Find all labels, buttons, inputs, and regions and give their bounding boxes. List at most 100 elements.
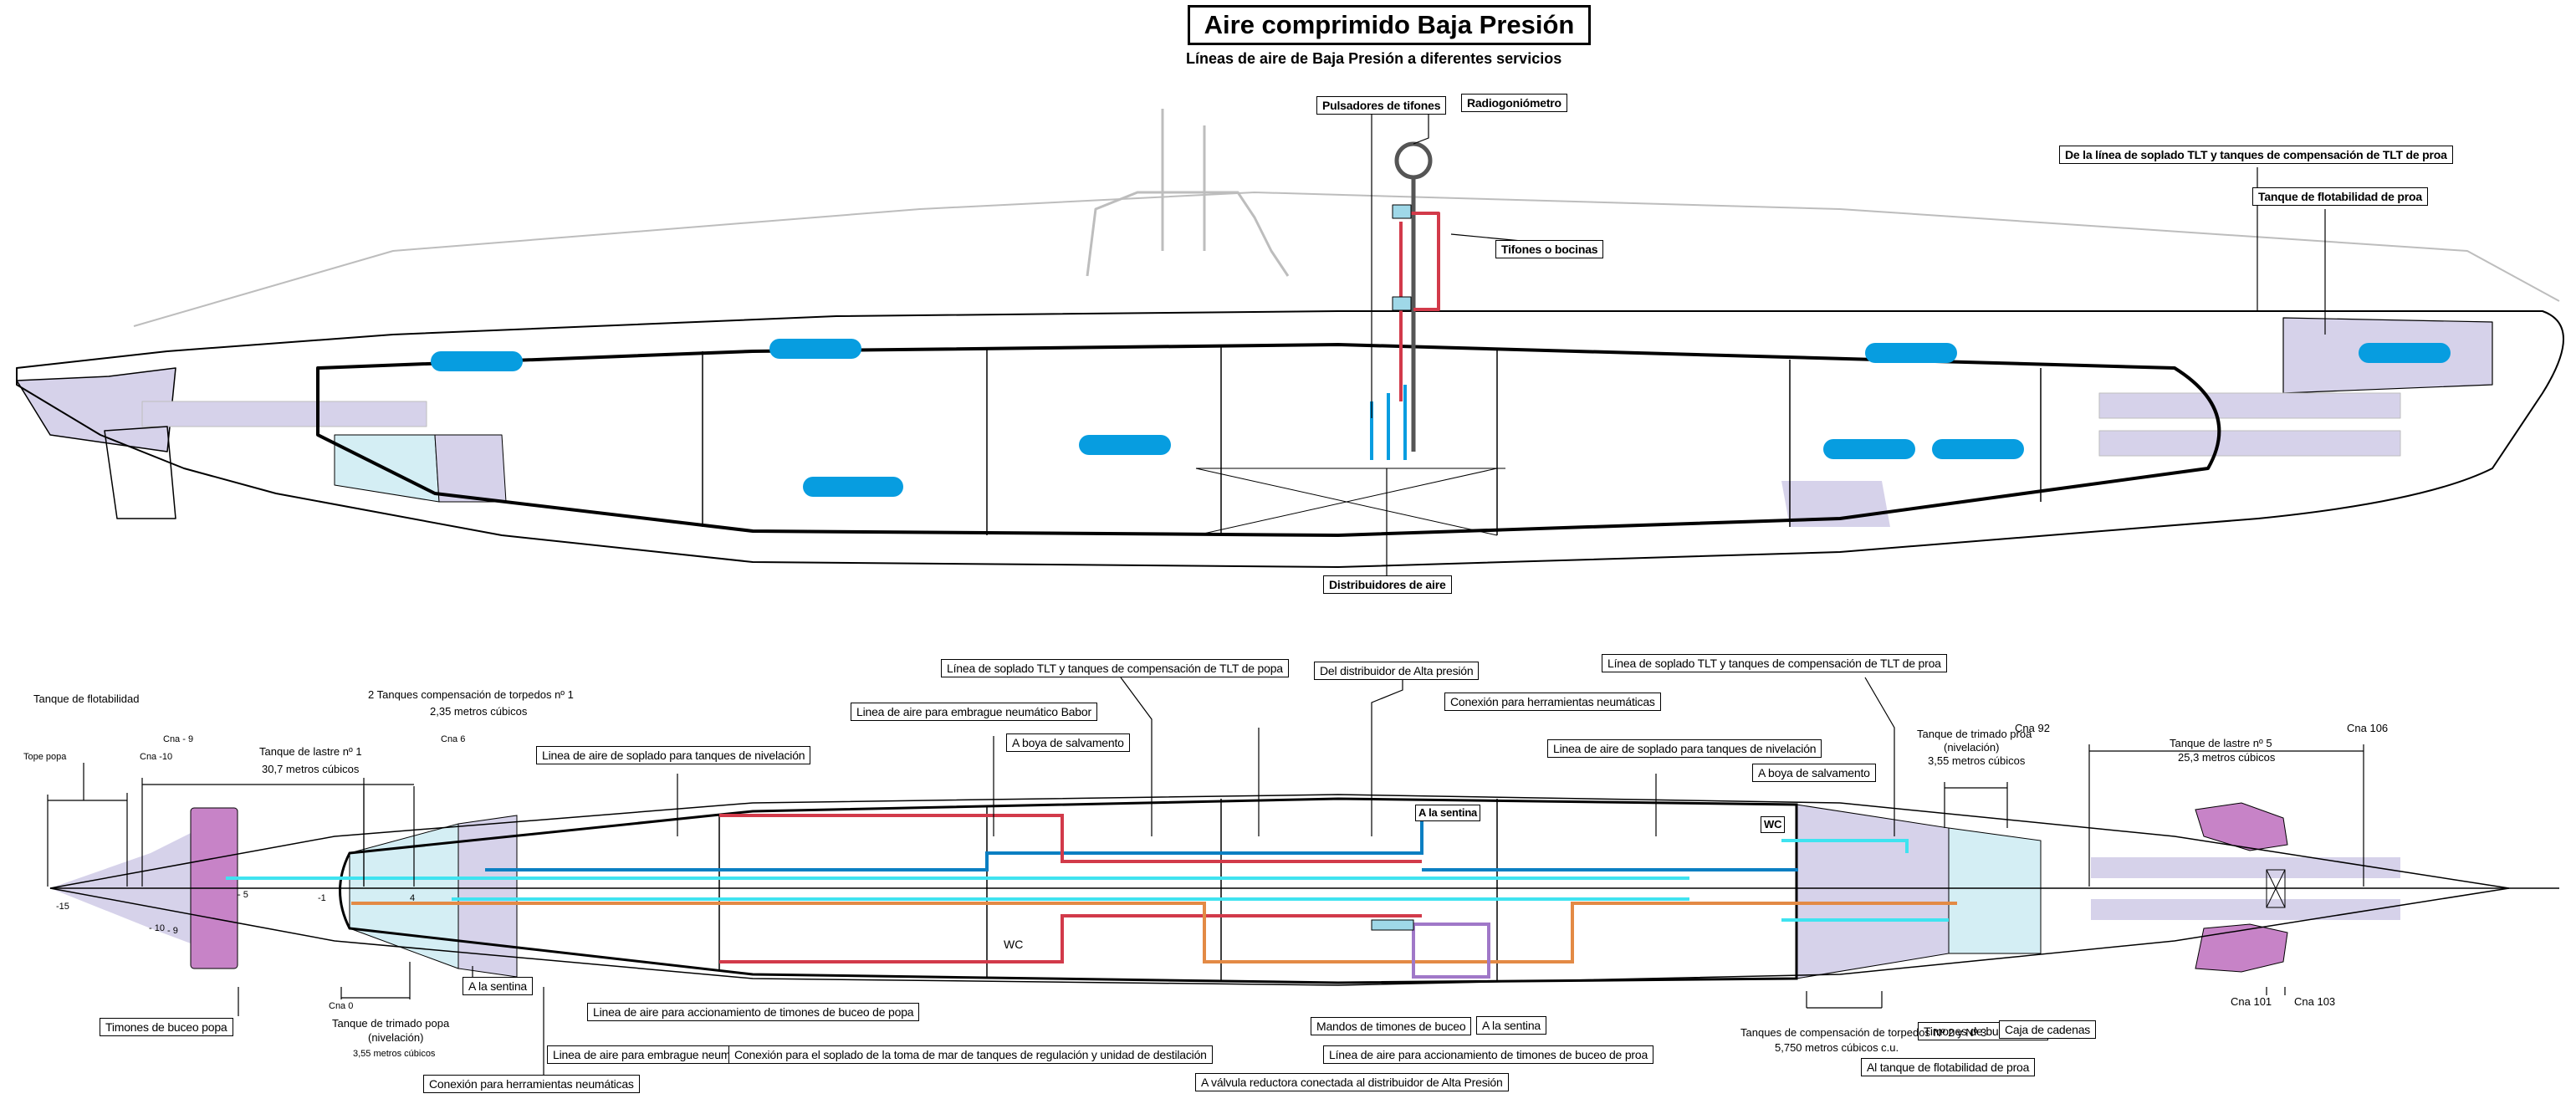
label-valvula: A válvula reductora conectada al distrib… (1195, 1073, 1509, 1091)
dim-cna0: Cna 0 (329, 1001, 354, 1011)
air-bottle (2359, 343, 2451, 363)
label-timones-popa-line: Linea de aire para accionamiento de timo… (587, 1003, 920, 1021)
dimension-lines (47, 744, 2364, 1009)
dim-comp1-vol: 2,35 metros cúbicos (430, 705, 528, 718)
periscope-mast (1161, 109, 1206, 251)
dim-cna92: Cna 92 (2015, 722, 2050, 734)
frame-number: -1 (318, 893, 326, 903)
label-del-distribuidor: Del distribuidor de Alta presión (1314, 662, 1480, 680)
bow-torpedo-tubes (2098, 392, 2401, 457)
label-conexion-soplado: Conexión para el soplado de la toma de m… (728, 1045, 1213, 1064)
label-conexion-herramientas-top: Conexión para herramientas neumáticas (1444, 693, 1661, 711)
keel-frames (1195, 468, 1505, 536)
dim-cna-m9: Cna - 9 (163, 734, 194, 744)
dim-trim-proa-sub: (nivelación) (1944, 741, 2000, 754)
radio-direction-finder (1394, 141, 1433, 180)
air-line-red (719, 814, 1422, 963)
label-soplado-proa-side: De la línea de soplado TLT y tanques de … (2059, 146, 2453, 164)
label-tifones: Tifones o bocinas (1495, 240, 1604, 258)
page-subtitle: Líneas de aire de Baja Presión a diferen… (1186, 50, 1562, 67)
stern-torpedo-tube (141, 401, 427, 427)
label-caja-cadenas: Caja de cadenas (1999, 1020, 2097, 1039)
chain-locker (2266, 869, 2286, 908)
dim-lastre5-vol: 25,3 metros cúbicos (2178, 751, 2276, 764)
air-line-light (226, 839, 1949, 922)
label-soplado-popa: Línea de soplado TLT y tanques de compen… (941, 659, 1289, 677)
frame-number: 4 (410, 893, 416, 903)
ballast5-fill (1796, 804, 1950, 979)
dim-lastre1-name: Tanque de lastre nº 1 (259, 745, 362, 758)
label-boya-2: A boya de salvamento (1752, 764, 1876, 782)
label-embrague-babor: Linea de aire para embrague neumático Ba… (851, 703, 1097, 721)
frame-number: - 10 (149, 923, 165, 933)
label-distribuidores: Distribuidores de aire (1323, 575, 1452, 594)
air-bottle (1932, 439, 2024, 459)
air-distributor (1392, 296, 1412, 311)
plan-bulkheads (718, 799, 1498, 980)
bow-dive-plane-bottom (2195, 923, 2288, 973)
label-radiogoniometro: Radiogoniómetro (1461, 94, 1567, 112)
bow-trim-tank-fill (1948, 827, 2042, 954)
dim-tanque-flotabilidad: Tanque de flotabilidad (33, 693, 140, 705)
dim-cna-m10: Cna -10 (140, 752, 173, 762)
label-nivelacion-2: Linea de aire de soplado para tanques de… (1547, 739, 1822, 758)
side-view-submarine (16, 109, 2564, 568)
page-title: Aire comprimido Baja Presión (1188, 5, 1591, 45)
dim-trim-popa-sub: (nivelación) (368, 1031, 424, 1044)
frame-number: - 9 (167, 926, 178, 936)
label-nivelacion-1: Linea de aire de soplado para tanques de… (536, 746, 811, 764)
label-sentina-1: A la sentina (463, 977, 533, 995)
air-bottle (803, 477, 903, 497)
bow-torpedo-tubes-plan (2091, 857, 2400, 920)
stern-buoyancy-fill (50, 820, 217, 953)
frame-number: -15 (56, 902, 69, 912)
dim-trim-proa-vol: 3,55 metros cúbicos (1928, 754, 2026, 767)
dim-comp1-name: 2 Tanques compensación de torpedos nº 1 (368, 688, 574, 701)
air-line-purple (1412, 923, 1490, 979)
dim-comp23-vol: 5,750 metros cúbicos c.u. (1775, 1041, 1899, 1054)
dim-comp23-name: Tanques de compensación de torpedos Nº 2… (1740, 1026, 1987, 1039)
typhoon-air-line-red (1399, 212, 1440, 401)
dim-trim-popa-vol: 3,55 metros cúbicos (353, 1049, 436, 1059)
label-pulsadores: Pulsadores de tifones (1316, 96, 1447, 115)
plan-pressure-hull (339, 797, 1798, 984)
label-wc-1: WC (1761, 816, 1786, 833)
air-bottle (1079, 435, 1171, 455)
air-line-blue (485, 811, 1798, 871)
deck-outline (133, 192, 2560, 327)
dim-trim-popa-name: Tanque de trimado popa (332, 1017, 450, 1030)
label-conexion-herramientas-bottom: Conexión para herramientas neumáticas (423, 1075, 640, 1093)
label-al-tanque: Al tanque de flotabilidad de proa (1861, 1058, 2036, 1076)
pressure-hull (316, 343, 2221, 537)
air-bottle (431, 351, 523, 371)
bow-dive-plane-top (2195, 802, 2288, 851)
dim-cna101: Cna 101 (2231, 995, 2272, 1008)
label-timones-proa-line: Línea de aire para accionamiento de timo… (1323, 1045, 1654, 1064)
frame-number: - 5 (238, 890, 248, 900)
typhoon-pulser (1392, 204, 1412, 219)
rudder (104, 426, 176, 519)
air-bottle (1865, 343, 1957, 363)
label-soplado-proa: Línea de soplado TLT y tanques de compen… (1602, 654, 1947, 672)
dim-tope-popa: Tope popa (23, 752, 67, 762)
label-sentina-2: A la sentina (1476, 1016, 1546, 1035)
dim-lastre1-vol: 30,7 metros cúbicos (262, 763, 360, 775)
dim-lastre5-name: Tanque de lastre nº 5 (2170, 737, 2272, 749)
label-sentina-top: A la sentina (1415, 805, 1481, 821)
air-bottle (1823, 439, 1915, 459)
air-bottle (769, 339, 861, 359)
dim-cna6: Cna 6 (441, 734, 466, 744)
air-distributor-plan (1371, 919, 1414, 931)
plan-view-submarine (49, 794, 2559, 986)
label-wc-2: WC (1004, 938, 1024, 951)
air-bottles (431, 339, 2451, 497)
conning-tower (1086, 191, 1290, 277)
dim-cna106: Cna 106 (2347, 722, 2389, 734)
air-line-orange (351, 902, 1957, 963)
dim-trim-proa-name: Tanque de trimado proa (1917, 728, 2032, 740)
bulkheads (702, 347, 2042, 535)
dim-cna103: Cna 103 (2294, 995, 2336, 1008)
label-timones-popa: Timones de buceo popa (100, 1018, 233, 1036)
stern-comp-tank (434, 434, 507, 503)
